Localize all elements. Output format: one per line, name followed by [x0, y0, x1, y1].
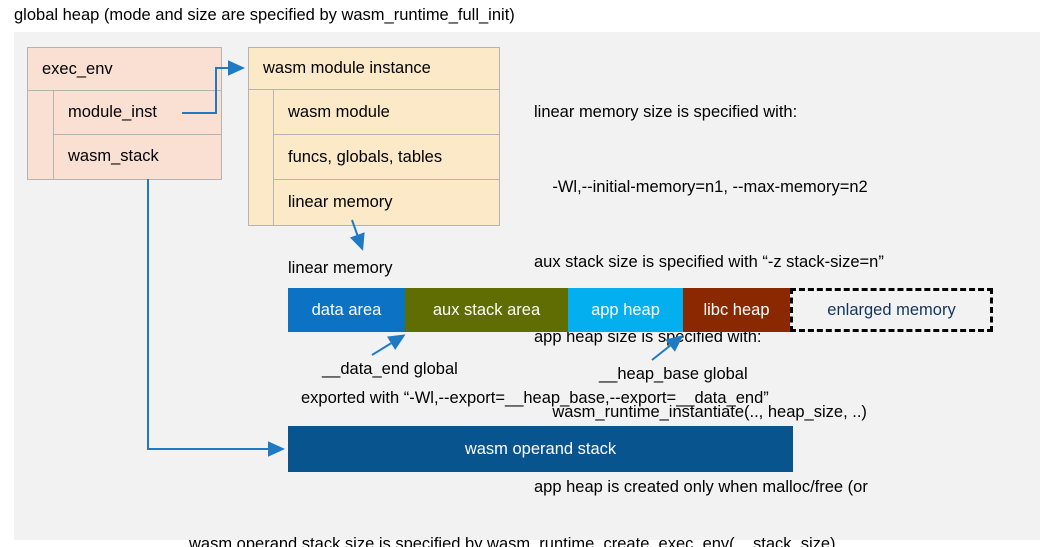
memory-segment-aux-stack-area: aux stack area: [405, 288, 568, 332]
wasm-operand-stack-label: wasm operand stack: [464, 439, 617, 458]
memory-segment-data-area: data area: [288, 288, 405, 332]
caption-line-1: wasm operand stack size is specified by …: [189, 535, 836, 547]
linear-memory-bar-label: linear memory: [288, 259, 393, 277]
note-line-1: linear memory size is specified with:: [534, 103, 798, 121]
module-instance-header: wasm module instance: [248, 47, 500, 90]
note-line-5: wasm_runtime_instantiate(.., heap_size, …: [534, 403, 867, 421]
memory-segment-app-heap: app heap: [568, 288, 683, 332]
page-title: global heap (mode and size are specified…: [14, 6, 515, 24]
linear-memory-note: linear memory size is specified with: -W…: [534, 50, 884, 547]
module-instance-field-linear-memory: linear memory: [274, 180, 499, 225]
linear-memory-bar: data area aux stack area app heap libc h…: [288, 288, 993, 332]
annotation-data-end: __data_end global: [322, 360, 458, 378]
module-instance-header-label: wasm module instance: [263, 59, 431, 77]
memory-segment-enlarged-memory: enlarged memory: [790, 288, 993, 332]
module-instance-gutter: [249, 90, 274, 225]
note-line-6: app heap is created only when malloc/fre…: [534, 478, 868, 496]
exec-env-header-label: exec_env: [42, 59, 113, 78]
note-line-2: -Wl,--initial-memory=n1, --max-memory=n2: [534, 178, 868, 196]
memory-segment-data-area-label: data area: [311, 300, 382, 319]
memory-segment-enlarged-memory-label: enlarged memory: [827, 300, 956, 319]
annotation-heap-base: __heap_base global: [599, 365, 748, 383]
module-instance-field-linear-memory-label: linear memory: [288, 193, 393, 211]
exec-env-field-module-inst: module_inst: [54, 91, 221, 135]
module-instance-field-wasm-module: wasm module: [274, 90, 499, 135]
module-instance-field-wasm-module-label: wasm module: [288, 102, 390, 121]
exec-env-header: exec_env: [27, 47, 222, 91]
exec-env-field-wasm-stack-label: wasm_stack: [68, 147, 159, 165]
exec-env-gutter: [28, 91, 54, 179]
memory-segment-app-heap-label: app heap: [591, 300, 660, 319]
memory-segment-libc-heap-label: libc heap: [703, 300, 770, 319]
exec-env-box: exec_env module_inst wasm_stack: [27, 47, 222, 180]
wasm-operand-stack-bar: wasm operand stack: [288, 426, 793, 472]
exec-env-field-module-inst-label: module_inst: [68, 103, 157, 121]
memory-segment-libc-heap: libc heap: [683, 288, 790, 332]
memory-segment-aux-stack-area-label: aux stack area: [432, 300, 541, 319]
module-instance-field-funcs-globals-tables-label: funcs, globals, tables: [288, 147, 443, 166]
module-instance-field-funcs-globals-tables: funcs, globals, tables: [274, 135, 499, 180]
exec-env-fields: module_inst wasm_stack: [27, 91, 222, 180]
operand-stack-caption: wasm operand stack size is specified by …: [189, 482, 836, 547]
annotation-exported-with: exported with “-Wl,--export=__heap_base,…: [301, 389, 769, 407]
note-line-3: aux stack size is specified with “-z sta…: [534, 253, 884, 271]
module-instance-fields: wasm module funcs, globals, tables linea…: [248, 90, 500, 226]
wasm-module-instance-box: wasm module instance wasm module funcs, …: [248, 47, 500, 226]
exec-env-field-wasm-stack: wasm_stack: [54, 135, 221, 178]
